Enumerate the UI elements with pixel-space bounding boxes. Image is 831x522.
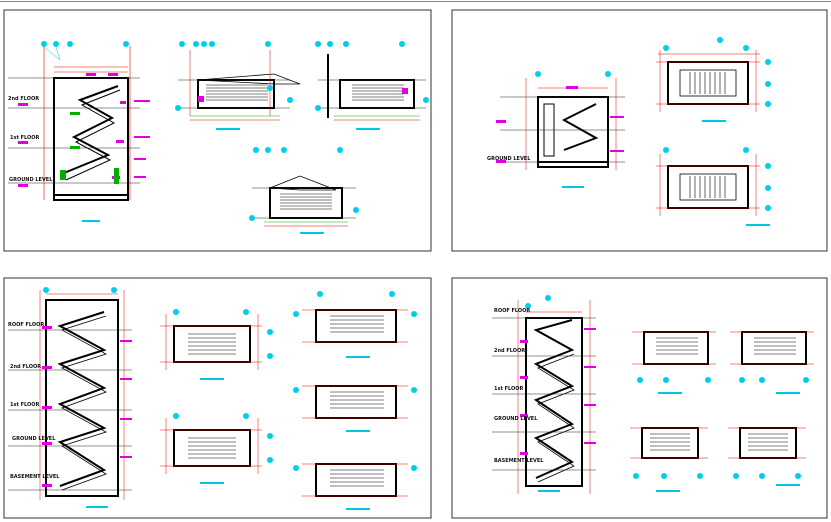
stair-plan <box>730 331 814 394</box>
stair-plan <box>728 427 806 486</box>
level-label-1st-floor: 1st FLOOR <box>10 402 40 408</box>
stair-plan <box>630 427 708 492</box>
level-label-roof-floor: ROOF FLOOR <box>8 322 44 328</box>
stair-plan <box>249 147 359 234</box>
level-label-ground-level: GROUND LEVEL <box>494 416 538 422</box>
stair-plan <box>293 463 417 510</box>
stair-plan <box>293 291 417 358</box>
staircase-section-drawing: GROUND LEVEL <box>487 71 625 188</box>
level-label-ground-level: GROUND LEVEL <box>9 177 53 183</box>
staircase-section-drawing: 2nd FLOOR 1st FLOOR GROUND LEVEL <box>8 41 150 222</box>
level-label-2nd-floor: 2nd FLOOR <box>10 364 41 370</box>
stair-plan <box>175 41 301 130</box>
stair-plan <box>632 331 716 394</box>
panel-top-left: 2nd FLOOR 1st FLOOR GROUND LEVEL <box>3 9 432 252</box>
level-label-2nd-floor: 2nd FLOOR <box>8 96 39 102</box>
stair-plan <box>315 41 429 130</box>
level-label-ground-level: GROUND LEVEL <box>487 156 531 162</box>
level-label-basement-level: BASEMENT LEVEL <box>10 474 60 480</box>
level-label-basement-level: BASEMENT LEVEL <box>494 458 544 464</box>
stair-plan <box>160 309 273 380</box>
level-label-2nd-floor: 2nd FLOOR <box>494 348 525 354</box>
panel-bottom-left: ROOF FLOOR 2nd FLOOR 1st FLOOR GROUND LE… <box>3 277 432 519</box>
level-label-ground-level: GROUND LEVEL <box>12 436 56 442</box>
stair-plan <box>656 37 771 122</box>
level-label-roof-floor: ROOF FLOOR <box>494 308 530 314</box>
stair-plan <box>293 385 417 432</box>
panel-bottom-right: ROOF FLOOR 2nd FLOOR 1st FLOOR GROUND LE… <box>451 277 828 519</box>
stair-plan <box>656 147 771 226</box>
staircase-section-drawing: ROOF FLOOR 2nd FLOOR 1st FLOOR GROUND LE… <box>8 287 132 508</box>
staircase-section-drawing: ROOF FLOOR 2nd FLOOR 1st FLOOR GROUND LE… <box>492 295 596 494</box>
stair-plan <box>160 413 273 484</box>
level-label-1st-floor: 1st FLOOR <box>494 386 524 392</box>
level-label-1st-floor: 1st FLOOR <box>10 135 40 141</box>
panel-top-right: GROUND LEVEL <box>451 9 828 252</box>
